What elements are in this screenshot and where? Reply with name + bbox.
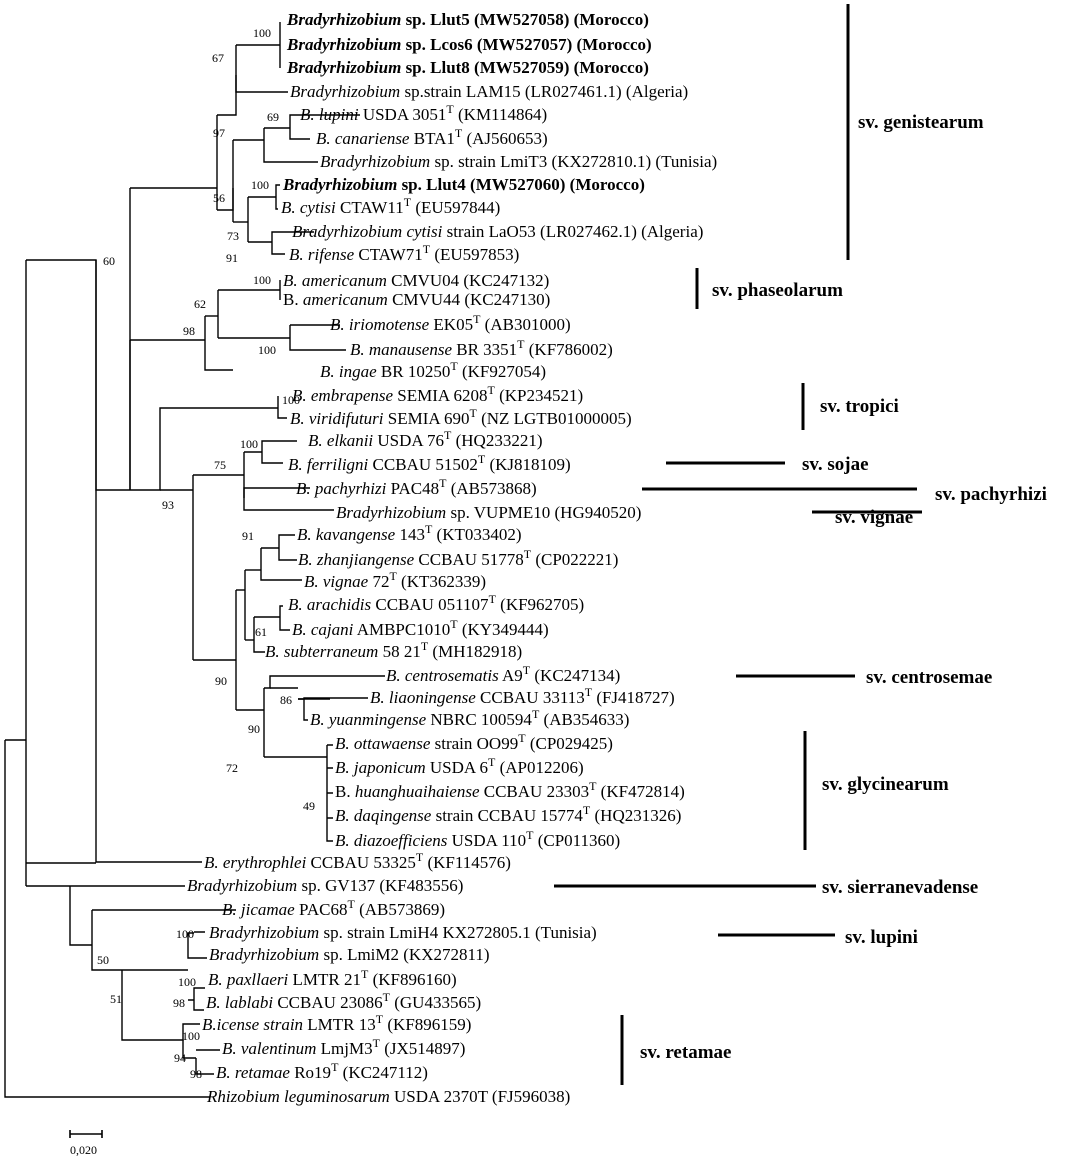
leaf-label: Bradyrhizobium sp. Llut8 (MW527059) (Mor… (286, 58, 649, 77)
leaf-label: B. lablabi CCBAU 23086T (GU433565) (206, 990, 481, 1012)
symbiovar-label: sv. pachyrhizi (935, 484, 1047, 505)
leaf-label: B. americanum CMVU44 (KC247130) (283, 290, 550, 309)
bootstrap-value: 94 (174, 1051, 186, 1065)
leaf-label: B. kavangense 143T (KT033402) (297, 522, 522, 544)
leaf-label: B. cajani AMBPC1010T (KY349444) (292, 617, 549, 639)
leaf-label: B. yuanmingense NBRC 100594T (AB354633) (310, 707, 629, 729)
leaf-label: B. pachyrhizi PAC48T (AB573868) (296, 476, 537, 498)
tree-branches (4, 22, 385, 1098)
bootstrap-value: 91 (226, 251, 238, 265)
symbiovar-labels: sv. genistearum sv. phaseolarum sv. trop… (640, 112, 1047, 1063)
scale-bar-label: 0,020 (70, 1143, 97, 1157)
symbiovar-label: sv. glycinearum (822, 774, 949, 795)
bootstrap-value: 73 (227, 229, 239, 243)
bootstrap-value: 90 (248, 722, 260, 736)
bootstrap-value: 100 (240, 437, 258, 451)
bootstrap-value: 100 (258, 343, 276, 357)
leaf-label: B. zhanjiangense CCBAU 51778T (CP022221) (298, 547, 618, 569)
bootstrap-value: 67 (212, 51, 224, 65)
bootstrap-values: 100 67 69 97 100 56 73 91 100 60 100 62 98 100 100 75 93… (97, 26, 315, 1081)
symbiovar-label: sv. vignae (835, 507, 913, 528)
leaf-label: B. ingae BR 10250T (KF927054) (320, 359, 546, 381)
leaf-label: B. cytisi CTAW11T (EU597844) (281, 195, 500, 217)
leaf-label: Bradyrhizobium sp. LmiM2 (KX272811) (209, 945, 490, 964)
bootstrap-value: 75 (214, 458, 226, 472)
leaf-label: B. valentinum LmjM3T (JX514897) (222, 1036, 465, 1058)
leaf-label: Bradyrhizobium sp. Llut4 (MW527060) (Mor… (282, 175, 645, 194)
leaf-label: B.icense strain LMTR 13T (KF896159) (202, 1012, 471, 1034)
bootstrap-value: 49 (303, 799, 315, 813)
bootstrap-value: 98 (183, 324, 195, 338)
symbiovar-label: sv. tropici (820, 396, 899, 417)
leaf-label: B. paxllaeri LMTR 21T (KF896160) (208, 967, 457, 989)
bootstrap-value: 61 (255, 625, 267, 639)
leaf-label: B. embrapense SEMIA 6208T (KP234521) (292, 383, 583, 405)
leaf-label: B. vignae 72T (KT362339) (304, 569, 486, 591)
symbiovar-label: sv. sojae (802, 454, 869, 475)
bootstrap-value: 100 (253, 26, 271, 40)
leaf-label: B. lupini USDA 3051T (KM114864) (300, 102, 547, 124)
bootstrap-value: 100 (176, 927, 194, 941)
leaf-label: Bradyrhizobium sp. Lcos6 (MW527057) (Mor… (286, 35, 652, 54)
bootstrap-value: 100 (253, 273, 271, 287)
bootstrap-value: 98 (190, 1067, 202, 1081)
leaf-label: Bradyrhizobium sp. Llut5 (MW527058) (Mor… (286, 10, 649, 29)
leaf-label: Bradyrhizobium sp. GV137 (KF483556) (187, 876, 463, 895)
symbiovar-label: sv. genistearum (858, 112, 984, 133)
bootstrap-value: 62 (194, 297, 206, 311)
bootstrap-value: 100 (251, 178, 269, 192)
bootstrap-value: 86 (280, 693, 292, 707)
symbiovar-label: sv. retamae (640, 1042, 731, 1063)
symbiovar-label: sv. phaseolarum (712, 280, 843, 301)
leaf-label: B. elkanii USDA 76T (HQ233221) (308, 428, 543, 450)
symbiovar-label: sv. centrosemae (866, 667, 992, 688)
leaf-labels: Bradyrhizobium sp. Llut5 (MW527058) (Mor… (187, 10, 717, 1106)
leaf-label: B. americanum CMVU04 (KC247132) (283, 271, 549, 290)
leaf-label: B. erythrophlei CCBAU 53325T (KF114576) (204, 850, 511, 872)
leaf-label: Bradyrhizobium sp. VUPME10 (HG940520) (336, 503, 641, 522)
bootstrap-value: 91 (242, 529, 254, 543)
leaf-label: Bradyrhizobium sp. strain LmiT3 (KX27281… (320, 152, 717, 171)
bootstrap-value: 60 (103, 254, 115, 268)
bootstrap-value: 93 (162, 498, 174, 512)
symbiovar-label: sv. lupini (845, 927, 918, 948)
leaf-label: B. subterraneum 58 21T (MH182918) (265, 639, 522, 661)
leaf-label: B. diazoefficiens USDA 110T (CP011360) (335, 828, 620, 850)
leaf-label: Bradyrhizobium cytisi strain LaO53 (LR02… (292, 222, 703, 241)
leaf-label: Rhizobium leguminosarum USDA 2370T (FJ59… (206, 1087, 570, 1106)
leaf-label: B. daqingense strain CCBAU 15774T (HQ231… (335, 803, 681, 825)
leaf-label: B. liaoningense CCBAU 33113T (FJ418727) (370, 685, 675, 707)
leaf-label: Bradyrhizobium sp.strain LAM15 (LR027461… (290, 82, 688, 101)
bootstrap-value: 97 (213, 126, 225, 140)
bootstrap-value: 50 (97, 953, 109, 967)
leaf-label: B. arachidis CCBAU 051107T (KF962705) (288, 592, 584, 614)
bootstrap-value: 72 (226, 761, 238, 775)
leaf-label: B. canariense BTA1T (AJ560653) (316, 126, 548, 148)
scale-bar: 0,020 (69, 1130, 103, 1157)
bootstrap-value: 98 (173, 996, 185, 1010)
leaf-label: B. centrosematis A9T (KC247134) (386, 663, 620, 685)
bootstrap-value: 100 (178, 975, 196, 989)
bootstrap-value: 90 (215, 674, 227, 688)
symbiovar-bars (554, 4, 922, 1085)
leaf-label: B. rifense CTAW71T (EU597853) (289, 242, 519, 264)
leaf-label: B. retamae Ro19T (KC247112) (216, 1060, 428, 1082)
bootstrap-value: 51 (110, 992, 122, 1006)
leaf-label: B. viridifuturi SEMIA 690T (NZ LGTB01000… (290, 406, 632, 428)
leaf-label: Bradyrhizobium sp. strain LmiH4 KX272805… (209, 923, 597, 942)
bootstrap-value: 56 (213, 191, 225, 205)
leaf-label: B. huanghuaihaiense CCBAU 23303T (KF4728… (335, 779, 685, 801)
leaf-label: B. ferriligni CCBAU 51502T (KJ818109) (288, 452, 571, 474)
bootstrap-value: 69 (267, 110, 279, 124)
leaf-label: B. ottawaense strain OO99T (CP029425) (335, 731, 613, 753)
leaf-label: B. iriomotense EK05T (AB301000) (330, 312, 571, 334)
symbiovar-label: sv. sierranevadense (822, 877, 978, 898)
leaf-label: B. japonicum USDA 6T (AP012206) (335, 755, 584, 777)
leaf-label: B. jicamae PAC68T (AB573869) (222, 897, 445, 919)
bootstrap-value: 100 (282, 393, 300, 407)
bootstrap-value: 100 (182, 1029, 200, 1043)
leaf-label: B. manausense BR 3351T (KF786002) (350, 337, 613, 359)
